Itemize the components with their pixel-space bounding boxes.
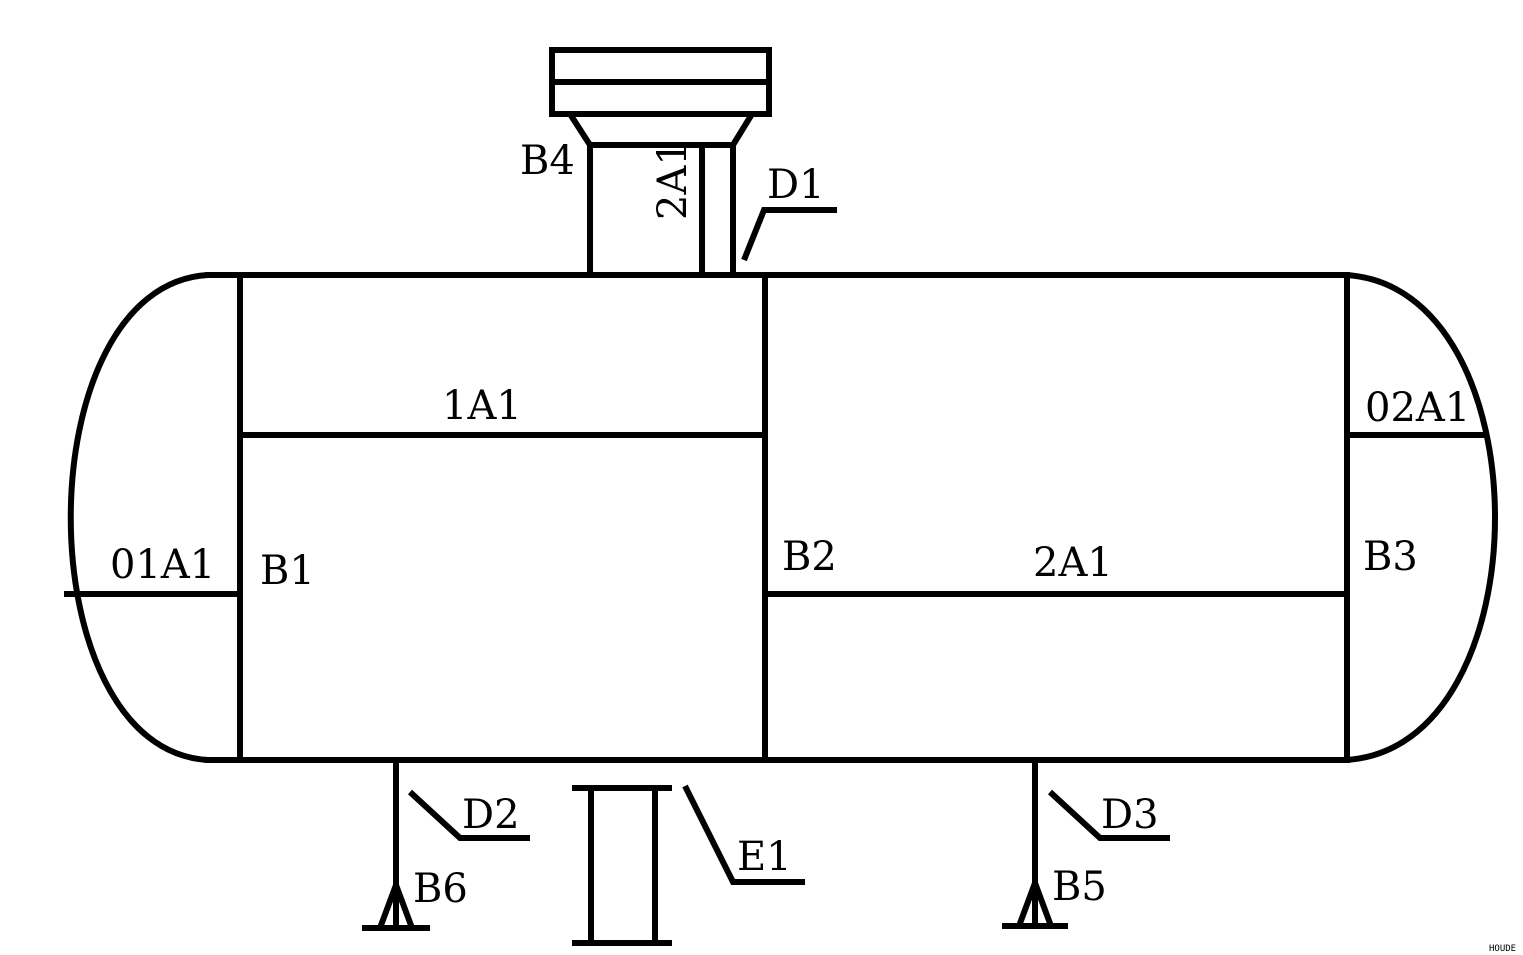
label-d3: D3 (1101, 792, 1159, 838)
leg-left (362, 760, 430, 931)
d3-leader (1047, 789, 1170, 841)
vessel-shell (67, 272, 1498, 763)
right-head (1344, 272, 1498, 763)
top-manhole (549, 47, 772, 275)
label-01a1: 01A1 (110, 542, 215, 588)
manhole-neck-right-taper (730, 112, 755, 147)
label-b6: B6 (413, 866, 468, 912)
watermark: HOUDE (1489, 944, 1516, 954)
label-b4: B4 (520, 138, 575, 184)
manhole-cover-upper (549, 47, 772, 85)
label-d1: D1 (767, 162, 825, 208)
leg-right (1002, 760, 1068, 929)
label-b1: B1 (260, 548, 315, 594)
manhole-cover-lower (549, 79, 772, 117)
left-head (67, 272, 209, 763)
leg-left-foot (377, 876, 415, 930)
d1-leader (741, 207, 837, 262)
label-d2: D2 (462, 792, 520, 838)
leg-right-foot (1016, 874, 1054, 928)
label-2a1: 2A1 (1033, 540, 1113, 586)
label-02a1: 02A1 (1365, 385, 1470, 431)
level-lines (64, 432, 1488, 597)
e1-leader (682, 784, 805, 885)
label-e1: E1 (737, 834, 792, 880)
labels: B4 2A1 D1 1A1 01A1 02A1 B1 B2 2A1 B3 D2 … (110, 138, 1470, 912)
label-1a1: 1A1 (442, 383, 522, 429)
partitions (237, 275, 1350, 760)
d2-leader (407, 789, 530, 841)
bottom-support (572, 785, 672, 946)
label-b3: B3 (1363, 534, 1418, 580)
label-nozzle-2a1: 2A1 (650, 140, 696, 220)
manhole-neck-left-taper (567, 112, 593, 147)
label-b2: B2 (782, 534, 837, 580)
label-b5: B5 (1052, 864, 1107, 910)
